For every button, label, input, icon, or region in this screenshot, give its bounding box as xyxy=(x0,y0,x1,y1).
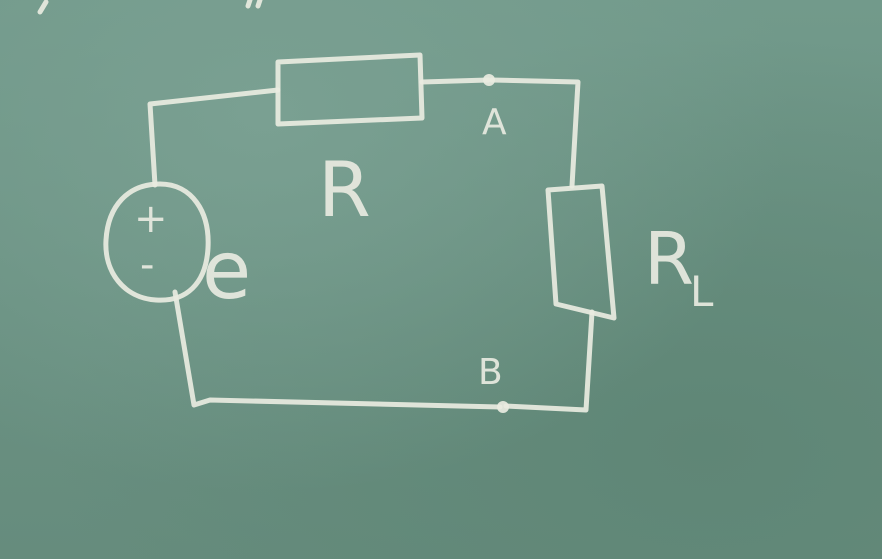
stray-chalk-mark xyxy=(37,0,49,15)
resistor-r xyxy=(275,52,425,127)
voltage-source-circle xyxy=(103,181,211,303)
node-a-dot xyxy=(483,74,495,86)
source-minus-sign: - xyxy=(140,242,154,288)
node-b-label: B xyxy=(478,352,503,393)
wire-r-to-a xyxy=(419,77,491,85)
resistor-rl-subscript: L xyxy=(690,267,714,316)
wire-top-left xyxy=(147,87,281,188)
resistor-r-label: R xyxy=(318,145,371,234)
stray-chalk-mark xyxy=(245,0,253,9)
resistor-rl-label: R xyxy=(644,217,694,301)
wire-bottom xyxy=(172,289,503,410)
wire-load-to-b xyxy=(503,309,595,413)
wire-a-to-load xyxy=(489,77,581,189)
stray-chalk-mark xyxy=(255,0,263,9)
node-b-dot xyxy=(497,401,509,413)
source-plus-sign: + xyxy=(134,196,168,242)
node-a-label: A xyxy=(482,102,507,143)
resistor-rl xyxy=(545,183,617,321)
source-e-label: e xyxy=(202,224,251,317)
